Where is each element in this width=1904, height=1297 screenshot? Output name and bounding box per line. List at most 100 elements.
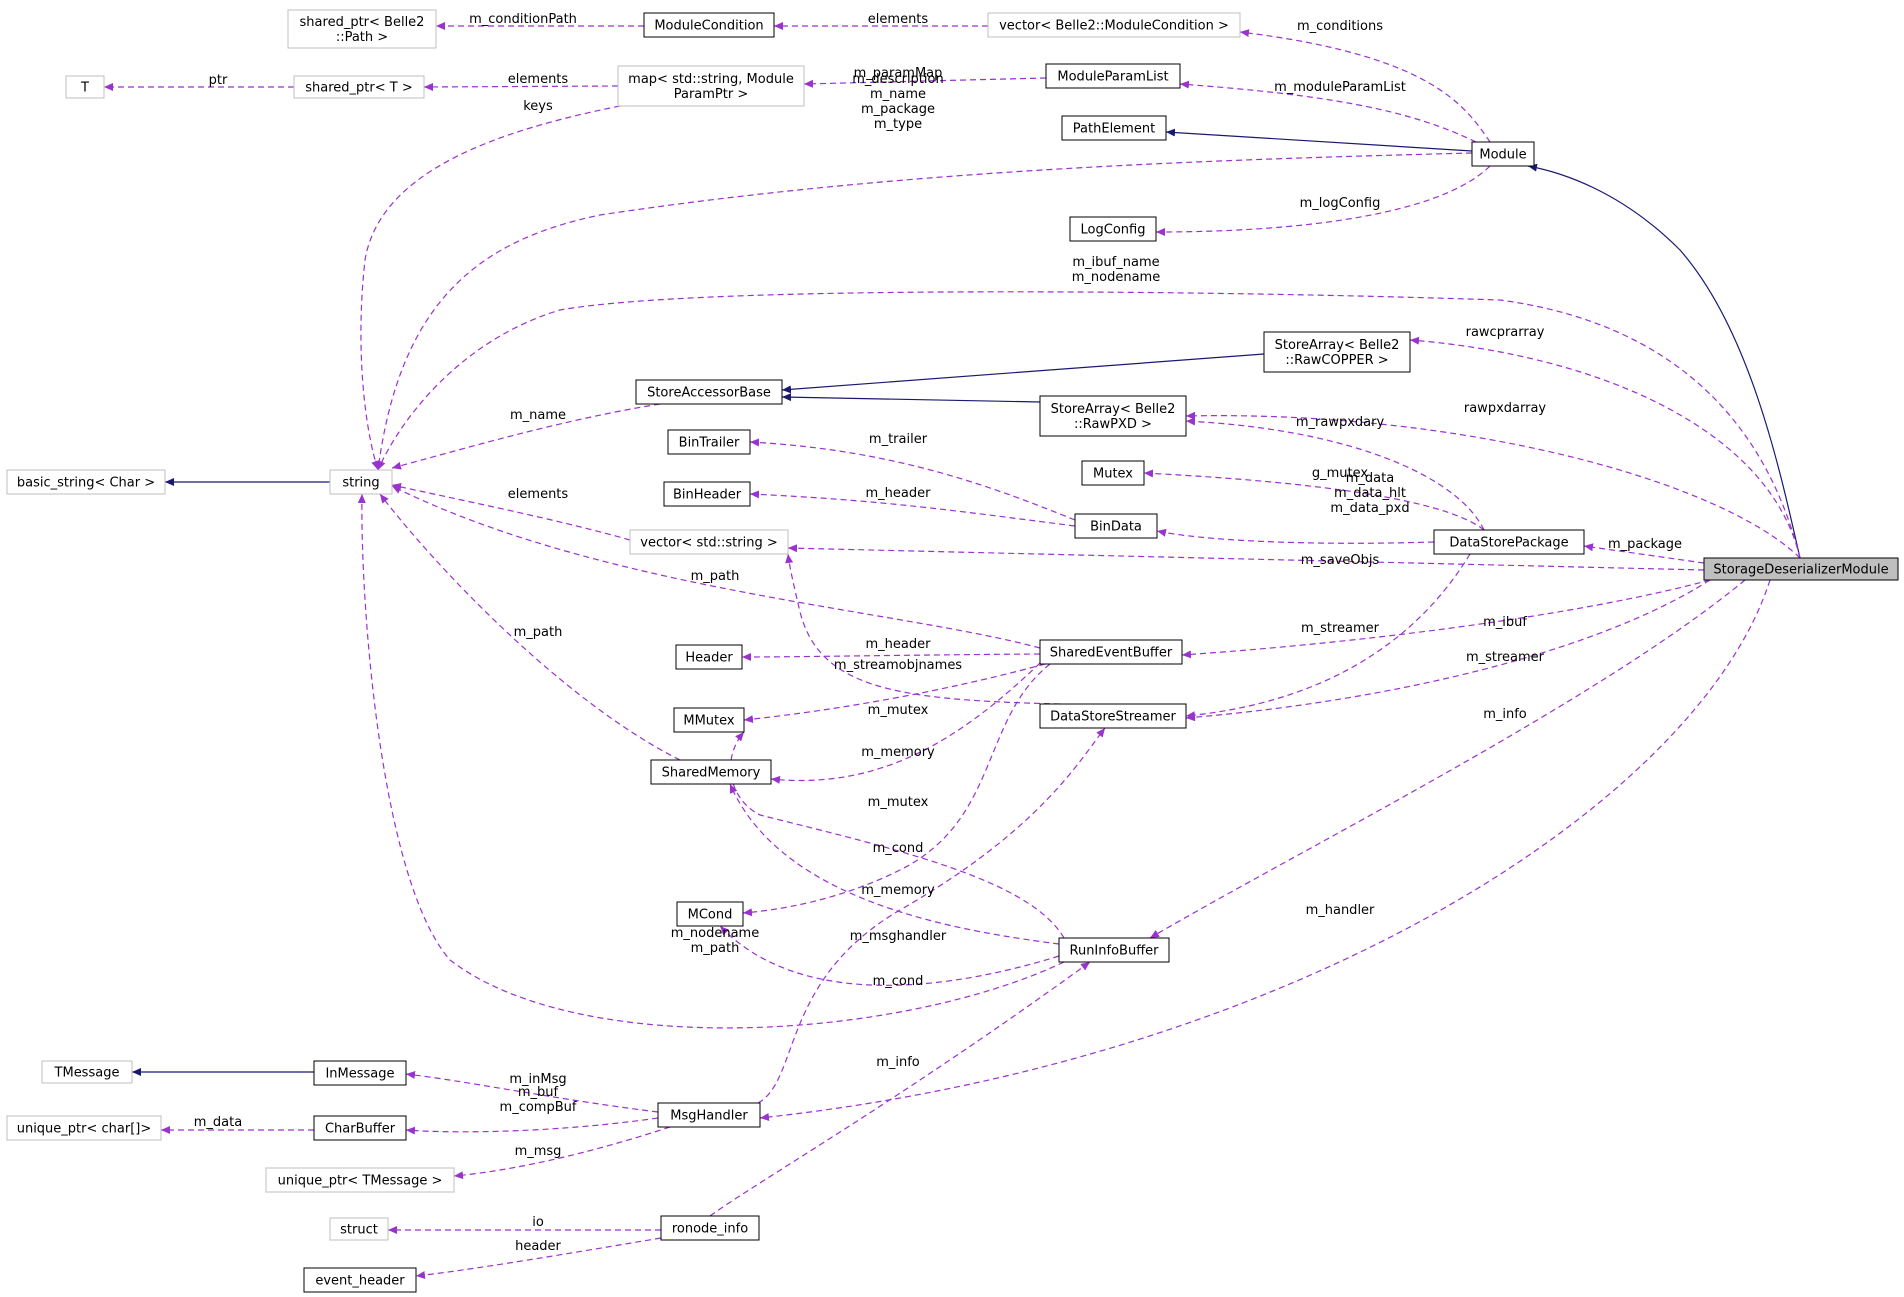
- node-bintrailer[interactable]: BinTrailer: [667, 429, 751, 455]
- edge-label-line: m_logConfig: [1300, 196, 1381, 211]
- edge-header-to-seb: [741, 652, 1041, 661]
- node-label: TMessage: [54, 1066, 120, 1081]
- node-label: event_header: [315, 1274, 405, 1289]
- edge-label-line: elements: [868, 12, 929, 27]
- node-charbuffer[interactable]: CharBuffer: [313, 1115, 407, 1141]
- node-mutex[interactable]: Mutex: [1081, 460, 1145, 486]
- node-box: [643, 12, 775, 38]
- node-event-header[interactable]: event_header: [303, 1267, 417, 1293]
- edge-labels-layer: m_conditionselementsm_conditionPathm_mod…: [194, 12, 1682, 1254]
- node-sa-rawpxd[interactable]: StoreArray< Belle2::RawPXD >: [1039, 395, 1187, 437]
- edge-label-line: m_info: [1483, 707, 1527, 722]
- edge-label-header-to-seb: m_header: [866, 637, 932, 652]
- edge-mutex-to-dsp: [1143, 469, 1485, 531]
- edge-pxd-to-dsp: [1185, 417, 1485, 531]
- edge-trailer-to-bindata: [749, 438, 1076, 521]
- node-box: [1039, 639, 1183, 665]
- node-label: unique_ptr< TMessage >: [278, 1174, 443, 1189]
- node-ronode-info[interactable]: ronode_info: [660, 1215, 760, 1241]
- node-binheader[interactable]: BinHeader: [663, 481, 751, 507]
- edge-copper-to-storage: [1409, 336, 1801, 559]
- node-storage: StorageDeserializerModule: [1703, 557, 1899, 581]
- node-label: basic_string< Char >: [17, 476, 155, 491]
- node-label: ParamPtr >: [674, 87, 749, 102]
- edge-label-line: m_saveObjs: [1301, 553, 1380, 568]
- edge-label-line: m_handler: [1306, 903, 1375, 918]
- node-label: SharedMemory: [662, 766, 761, 781]
- node-datastorestreamer[interactable]: DataStoreStreamer: [1039, 703, 1187, 729]
- node-label: ModuleParamList: [1057, 70, 1168, 85]
- edge-logconfig-to-module: [1155, 165, 1491, 236]
- node-module[interactable]: Module: [1471, 141, 1535, 167]
- edge-label-line: m_streamer: [1466, 650, 1545, 665]
- edge-label-line: rawcprarray: [1466, 325, 1545, 340]
- edge-label-pxd-to-storage: rawpxdarray: [1464, 401, 1547, 416]
- edge-label-line: m_conditions: [1297, 19, 1383, 34]
- node-label: vector< Belle2::ModuleCondition >: [999, 19, 1229, 34]
- edge-utmsg-to-msgh: [453, 1126, 671, 1180]
- edge-label-dss-to-dsp: m_streamer: [1301, 621, 1380, 636]
- node-runinfobuffer[interactable]: RunInfoBuffer: [1058, 937, 1170, 963]
- edge-label-msgh-to-storage: m_handler: [1306, 903, 1375, 918]
- node-datastorepackage[interactable]: DataStorePackage: [1433, 529, 1585, 555]
- node-msghandler[interactable]: MsgHandler: [657, 1102, 761, 1128]
- edge-msgh-to-storage: [759, 579, 1771, 1122]
- node-box: [1074, 513, 1158, 539]
- edge-label-line: m_cond: [873, 974, 924, 989]
- nodes-layer: StorageDeserializerModule Module PathEleme…: [6, 9, 1899, 1293]
- edge-label-line: m_data: [194, 1115, 242, 1130]
- edge-label-pxd-to-dsp: m_rawpxdary: [1296, 415, 1385, 430]
- node-pathelement[interactable]: PathElement: [1061, 115, 1167, 141]
- edge-rib-to-storage: [1149, 579, 1746, 939]
- node-label: CharBuffer: [325, 1122, 396, 1137]
- node-modulecondition[interactable]: ModuleCondition: [643, 12, 775, 38]
- node-label: MCond: [688, 908, 733, 923]
- node-box: [1039, 703, 1187, 729]
- node-label: StorageDeserializerModule: [1713, 563, 1888, 578]
- node-box: [303, 1267, 417, 1293]
- edge-label-utmsg-to-msgh: m_msg: [515, 1144, 562, 1159]
- edge-label-line: m_header: [866, 486, 932, 501]
- node-box: [987, 12, 1241, 38]
- node-storeaccessorbase[interactable]: StoreAccessorBase: [635, 379, 783, 405]
- edge-label-line: m_type: [874, 117, 922, 132]
- edge-label-line: m_ibuf: [1483, 615, 1527, 630]
- edge-map-to-mpl: [803, 77, 1047, 88]
- edge-sab-to-pxd: [781, 393, 1041, 403]
- node-sa-rawcopper[interactable]: StoreArray< Belle2::RawCOPPER >: [1263, 331, 1411, 373]
- node-label: SharedEventBuffer: [1050, 646, 1173, 661]
- node-logconfig[interactable]: LogConfig: [1069, 216, 1157, 242]
- edge-label-line: m_path: [514, 625, 563, 640]
- node-label: StoreArray< Belle2: [1051, 402, 1176, 417]
- node-box: [663, 481, 751, 507]
- node-mcond[interactable]: MCond: [676, 901, 744, 927]
- edge-label-map-to-mpl: m_paramMap: [854, 66, 943, 81]
- node-mmutex[interactable]: MMutex: [673, 707, 745, 733]
- edge-label-string-to-vs: elements: [508, 487, 569, 502]
- node-box: [265, 1167, 455, 1193]
- edge-label-mutex-to-dsp: g_mutex: [1312, 466, 1369, 481]
- edge-shm-to-seb: [770, 662, 1041, 784]
- node-sharedmemory[interactable]: SharedMemory: [650, 759, 772, 785]
- edge-label-dsp-to-storage: m_package: [1608, 537, 1682, 552]
- edge-label-line: keys: [523, 99, 553, 114]
- node-sharedeventbuffer[interactable]: SharedEventBuffer: [1039, 639, 1183, 665]
- node-box: [657, 1102, 761, 1128]
- node-inmessage[interactable]: InMessage: [313, 1060, 407, 1086]
- node-box: [1081, 460, 1145, 486]
- node-header[interactable]: Header: [675, 644, 743, 670]
- edge-dss-to-dsp: [1185, 553, 1471, 720]
- node-label: BinData: [1090, 520, 1142, 535]
- edge-dsp-to-storage: [1583, 543, 1705, 564]
- edge-string-to-seb: [391, 485, 1041, 649]
- edge-label-vs-to-dss: m_streamobjnames: [834, 658, 962, 673]
- edge-label-vs-to-storage: m_saveObjs: [1301, 553, 1380, 568]
- edge-label-line: rawpxdarray: [1464, 401, 1547, 416]
- node-box: [675, 644, 743, 670]
- node-bindata[interactable]: BinData: [1074, 513, 1158, 539]
- edge-label-line: m_trailer: [869, 432, 928, 447]
- node-moduleparamlist[interactable]: ModuleParamList: [1045, 63, 1181, 89]
- edge-label-line: m_streamer: [1301, 621, 1380, 636]
